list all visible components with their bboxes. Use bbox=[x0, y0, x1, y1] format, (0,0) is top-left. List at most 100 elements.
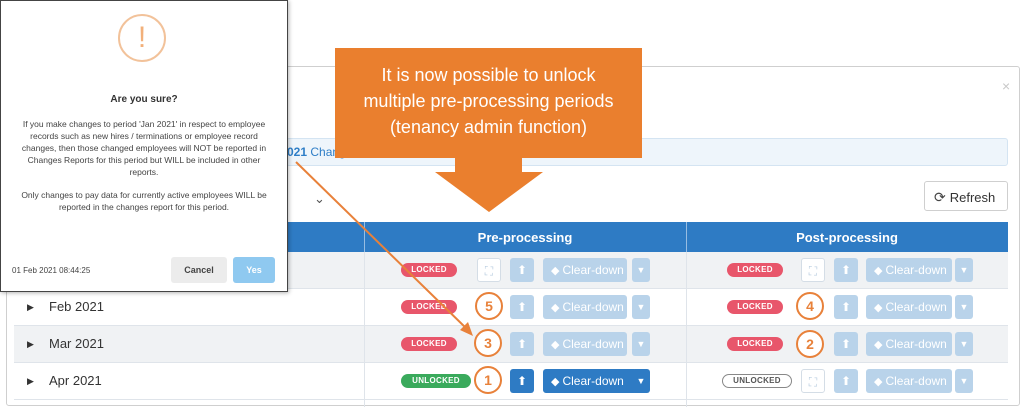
eraser-icon: ◆ bbox=[874, 376, 883, 388]
clear-down-dropdown[interactable]: ▼ bbox=[632, 369, 650, 393]
clear-down-button[interactable]: ◆Clear-down bbox=[543, 369, 637, 393]
chevron-down-icon: ▼ bbox=[636, 339, 646, 349]
chevron-down-icon: ▼ bbox=[959, 265, 969, 275]
post-status-badge: LOCKED bbox=[727, 337, 783, 351]
annotation-callout: It is now possible to unlock multiple pr… bbox=[335, 48, 642, 158]
refresh-button[interactable]: ⟳Refresh bbox=[924, 181, 1008, 211]
eraser-icon: ◆ bbox=[551, 302, 560, 314]
close-icon[interactable]: × bbox=[1002, 78, 1011, 94]
chevron-down-icon: ▼ bbox=[959, 339, 969, 349]
upload-button[interactable]: ⬆ bbox=[834, 258, 858, 282]
header-pre-processing: Pre-processing bbox=[477, 230, 573, 245]
upload-icon: ⬆ bbox=[840, 300, 852, 314]
clear-down-dropdown[interactable]: ▼ bbox=[632, 295, 650, 319]
step-marker: 1 bbox=[474, 366, 502, 394]
expand-caret-icon[interactable]: ▶ bbox=[27, 339, 34, 349]
clear-down-button[interactable]: ◆Clear-down bbox=[866, 258, 952, 282]
callout-line: It is now possible to unlock bbox=[381, 65, 596, 85]
step-marker: 4 bbox=[796, 292, 824, 320]
clear-down-button[interactable]: ◆Clear-down bbox=[543, 295, 627, 319]
chevron-down-icon[interactable]: ⌄ bbox=[314, 191, 325, 206]
eraser-icon: ◆ bbox=[551, 376, 560, 388]
clear-down-button[interactable]: ◆Clear-down bbox=[866, 295, 952, 319]
unlock-icon: ⛶ bbox=[808, 264, 818, 278]
unlock-icon: ⛶ bbox=[484, 264, 494, 278]
column-divider bbox=[686, 252, 687, 407]
pre-status-badge: LOCKED bbox=[401, 300, 457, 314]
clear-down-dropdown[interactable]: ▼ bbox=[955, 369, 973, 393]
header-divider bbox=[364, 222, 365, 252]
clear-down-button[interactable]: ◆Clear-down bbox=[543, 258, 627, 282]
upload-icon: ⬆ bbox=[516, 374, 528, 388]
cancel-button[interactable]: Cancel bbox=[171, 257, 227, 283]
refresh-icon: ⟳ bbox=[934, 189, 946, 205]
dialog-title: Are you sure? bbox=[110, 94, 178, 105]
header-post-processing: Post-processing bbox=[796, 230, 898, 245]
step-marker: 3 bbox=[474, 329, 502, 357]
post-status-badge: LOCKED bbox=[727, 300, 783, 314]
clear-down-dropdown[interactable]: ▼ bbox=[632, 258, 650, 282]
dialog-paragraph: Only changes to pay data for currently a… bbox=[21, 190, 267, 212]
expand-caret-icon[interactable]: ▶ bbox=[27, 302, 34, 312]
clear-down-dropdown[interactable]: ▼ bbox=[632, 332, 650, 356]
clear-down-dropdown[interactable]: ▼ bbox=[955, 295, 973, 319]
upload-button[interactable]: ⬆ bbox=[834, 295, 858, 319]
exclamation-circle-icon: ! bbox=[118, 14, 166, 62]
post-status-badge: LOCKED bbox=[727, 263, 783, 277]
eraser-icon: ◆ bbox=[551, 339, 560, 351]
lock-button[interactable]: ⛶ bbox=[801, 369, 825, 393]
clear-down-button[interactable]: ◆Clear-down bbox=[866, 332, 952, 356]
upload-button[interactable]: ⬆ bbox=[834, 369, 858, 393]
clear-down-label: Clear-down bbox=[562, 374, 624, 388]
period-label: Feb 2021 bbox=[49, 299, 104, 314]
upload-icon: ⬆ bbox=[840, 374, 852, 388]
yes-button[interactable]: Yes bbox=[233, 257, 275, 283]
clear-down-label: Clear-down bbox=[885, 374, 947, 388]
callout-line: (tenancy admin function) bbox=[389, 117, 588, 137]
clear-down-label: Clear-down bbox=[885, 263, 947, 277]
dialog-body: If you make changes to period 'Jan 2021'… bbox=[14, 118, 274, 224]
clear-down-dropdown[interactable]: ▼ bbox=[955, 258, 973, 282]
clear-down-label: Clear-down bbox=[562, 300, 624, 314]
column-divider bbox=[364, 252, 365, 407]
chevron-down-icon: ▼ bbox=[959, 376, 969, 386]
eraser-icon: ◆ bbox=[874, 302, 883, 314]
upload-button[interactable]: ⬆ bbox=[510, 258, 534, 282]
upload-button[interactable]: ⬆ bbox=[834, 332, 858, 356]
chevron-down-icon: ▼ bbox=[636, 265, 646, 275]
pre-status-badge: UNLOCKED bbox=[401, 374, 471, 388]
header-divider bbox=[686, 222, 687, 252]
upload-icon: ⬆ bbox=[840, 263, 852, 277]
refresh-label: Refresh bbox=[949, 190, 996, 205]
dialog-timestamp: 01 Feb 2021 08:44:25 bbox=[12, 266, 91, 275]
upload-button[interactable]: ⬆ bbox=[510, 295, 534, 319]
clear-down-dropdown[interactable]: ▼ bbox=[955, 332, 973, 356]
info-banner-highlight: 021 bbox=[287, 145, 308, 159]
eraser-icon: ◆ bbox=[874, 339, 883, 351]
post-status-badge: UNLOCKED bbox=[722, 374, 792, 388]
period-label: Apr 2021 bbox=[49, 373, 102, 388]
upload-button[interactable]: ⬆ bbox=[510, 332, 534, 356]
callout-line: multiple pre-processing periods bbox=[363, 91, 614, 111]
pre-status-badge: LOCKED bbox=[401, 263, 457, 277]
step-marker: 5 bbox=[475, 292, 503, 320]
clear-down-button[interactable]: ◆Clear-down bbox=[866, 369, 952, 393]
pre-status-badge: LOCKED bbox=[401, 337, 457, 351]
pointer-line bbox=[295, 161, 469, 331]
clear-down-button[interactable]: ◆Clear-down bbox=[543, 332, 627, 356]
unlock-button[interactable]: ⛶ bbox=[477, 258, 501, 282]
clear-down-label: Clear-down bbox=[885, 300, 947, 314]
unlock-button[interactable]: ⛶ bbox=[801, 258, 825, 282]
chevron-down-icon: ▼ bbox=[636, 376, 646, 386]
eraser-icon: ◆ bbox=[874, 265, 883, 277]
upload-button[interactable]: ⬆ bbox=[510, 369, 534, 393]
step-marker: 2 bbox=[796, 330, 824, 358]
clear-down-label: Clear-down bbox=[885, 337, 947, 351]
expand-caret-icon[interactable]: ▶ bbox=[27, 376, 34, 386]
chevron-down-icon: ▼ bbox=[636, 302, 646, 312]
eraser-icon: ◆ bbox=[551, 265, 560, 277]
upload-icon: ⬆ bbox=[516, 263, 528, 277]
pointer-arrowhead-icon bbox=[460, 322, 473, 336]
upload-icon: ⬆ bbox=[840, 337, 852, 351]
